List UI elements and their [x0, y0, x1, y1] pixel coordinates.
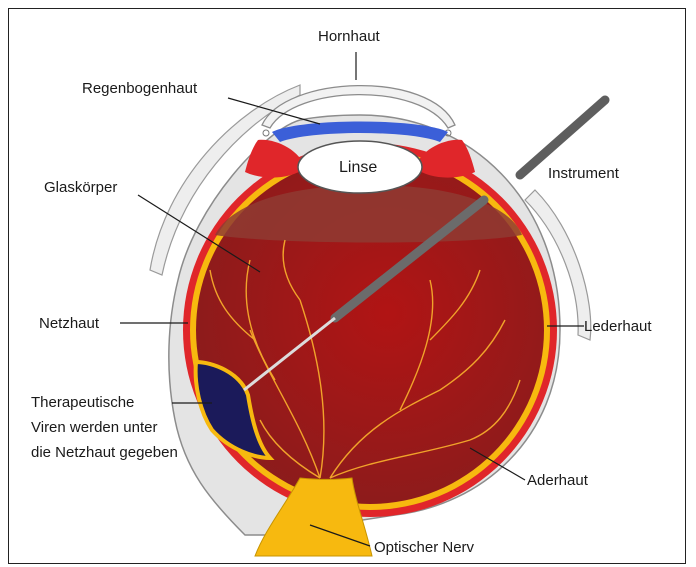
label-iris: Regenbogenhaut: [82, 78, 197, 100]
label-optic-nerve: Optischer Nerv: [374, 537, 474, 559]
label-vitreous: Glaskörper: [44, 177, 117, 199]
limbus-mark-left: [263, 130, 269, 136]
label-lens: Linse: [339, 157, 377, 179]
label-retina: Netzhaut: [39, 313, 99, 335]
label-cornea: Hornhaut: [318, 26, 380, 48]
label-therapy-line-2: Viren werden unter: [31, 417, 157, 439]
label-therapy-line-3: die Netzhaut gegeben: [31, 442, 178, 464]
label-therapy-line-1: Therapeutische: [31, 392, 134, 414]
label-choroid: Aderhaut: [527, 470, 588, 492]
label-instrument: Instrument: [548, 163, 619, 185]
label-sclera: Lederhaut: [584, 316, 652, 338]
